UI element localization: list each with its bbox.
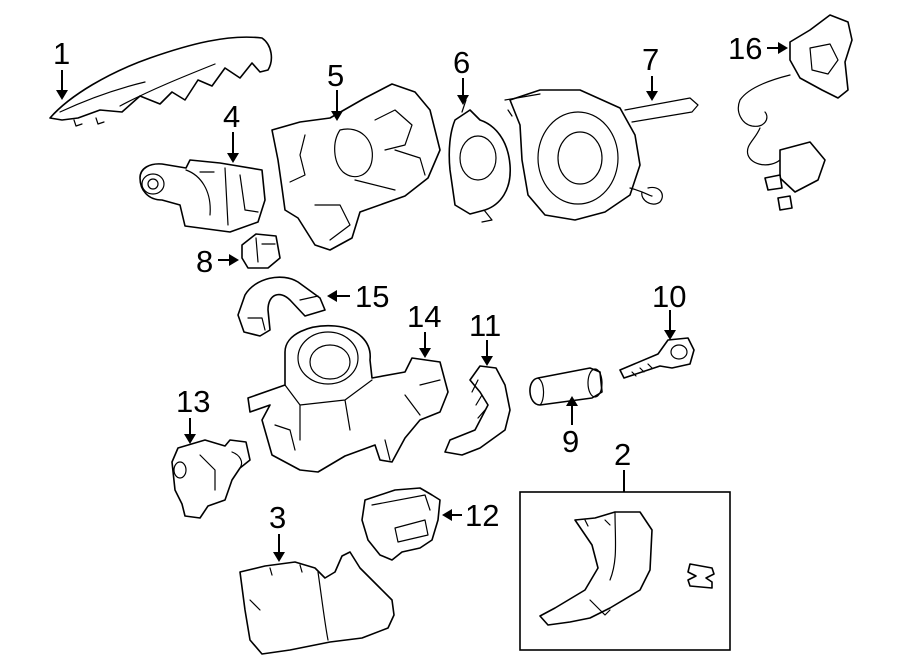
sensor-icon [448,99,511,223]
callout-6: 6 [453,45,470,80]
arrowhead-7 [646,91,658,101]
arrowhead-13 [184,434,196,444]
lock-cylinder-icon [529,367,603,406]
callout-7: 7 [642,42,659,77]
column-lower-cover-icon [239,551,395,655]
column-upper-cover-icon [49,36,273,127]
key-icon [619,337,695,379]
arrowhead-16 [778,42,788,54]
arrowhead-3 [273,552,285,562]
wiring-harness-icon [737,14,853,211]
callout-numbers: 1 2 3 4 5 6 7 8 9 10 11 12 13 14 15 16 [53,31,762,535]
switch-housing-icon [271,83,441,251]
arrowhead-9 [566,396,578,406]
lower-cover-inset-icon [519,491,731,651]
clockspring-icon [504,89,699,221]
callout-5: 5 [327,58,344,93]
callout-2: 2 [614,437,631,472]
arrowhead-14 [419,348,431,358]
callout-4: 4 [223,99,240,134]
strap-icon [237,276,326,337]
callout-11: 11 [469,308,501,343]
arrowhead-12 [442,509,452,521]
arrowhead-1 [56,90,68,100]
callout-1: 1 [53,36,70,71]
callout-3: 3 [269,500,286,535]
arrowhead-6 [457,95,469,105]
arrowhead-4 [227,153,239,163]
callout-16: 16 [728,31,762,66]
arrowhead-5 [331,111,343,121]
arrowhead-10 [664,330,676,340]
callout-12: 12 [465,498,499,533]
turn-signal-switch-icon [139,159,266,233]
bracket-icon [444,365,511,456]
callout-14: 14 [407,299,441,334]
connector-icon [241,233,281,269]
callout-arrows [56,42,788,562]
callout-8: 8 [196,244,213,279]
arrowhead-8 [229,254,239,266]
module-icon [361,487,441,561]
ignition-switch-icon [171,439,251,519]
callout-15: 15 [355,279,389,314]
callout-13: 13 [176,384,210,419]
arrowhead-15 [327,290,337,302]
lock-housing-icon [247,324,449,473]
callout-9: 9 [562,424,579,459]
arrowhead-11 [481,356,493,366]
callout-10: 10 [652,279,686,314]
